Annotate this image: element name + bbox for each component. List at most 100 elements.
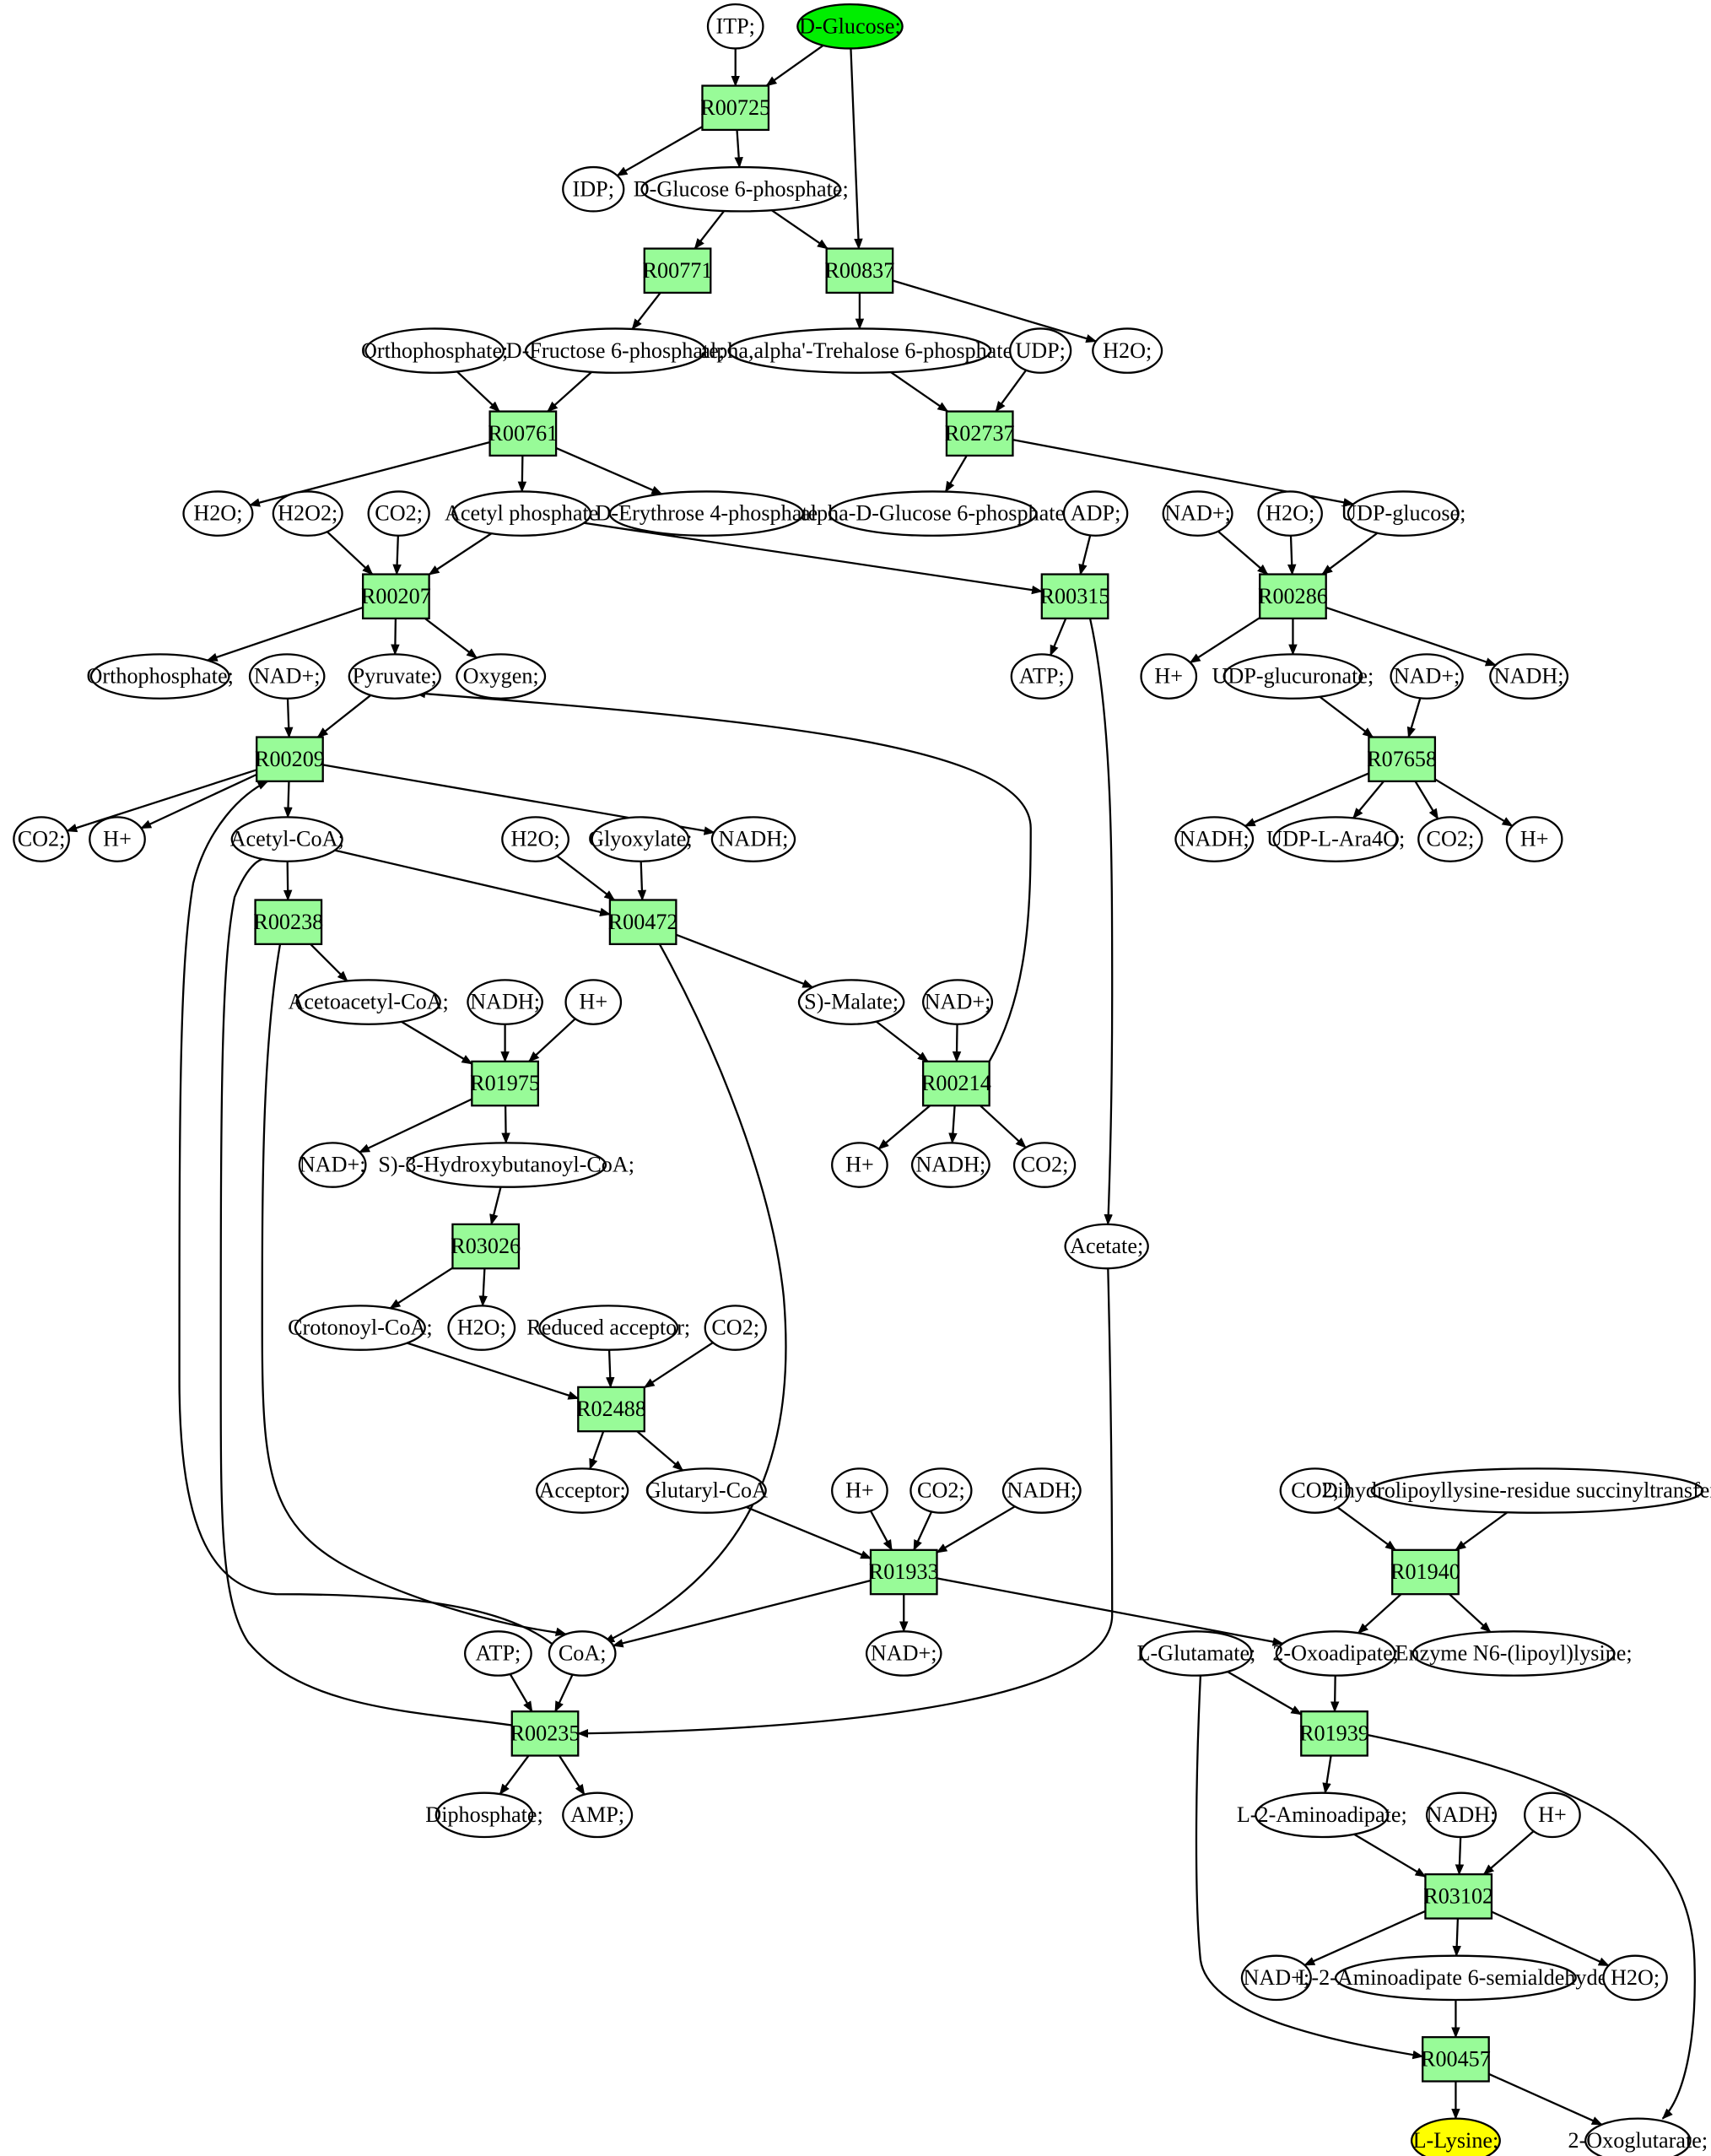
compound-shape	[1257, 490, 1323, 537]
compound-shape	[562, 165, 625, 213]
reaction-label: R00238	[253, 910, 323, 934]
reaction-box	[701, 84, 770, 132]
compound-shape	[13, 816, 70, 862]
compound-label: Orthophosphate;	[87, 664, 234, 689]
edge-r01939-to-l-2-aminoadipate	[1322, 1755, 1332, 1794]
compound-node-h2o: H2O;	[501, 816, 569, 862]
compound-shape	[1272, 816, 1399, 862]
compound-node-pyruvate: Pyruvate;	[348, 653, 441, 700]
compound-label: Dihydrolipoyllysine-residue succinyltran…	[1322, 1478, 1711, 1503]
reaction-node-r00725: R00725	[700, 84, 770, 132]
compound-node-nadh: NADH;	[1174, 816, 1255, 862]
compound-label: ATP;	[1019, 664, 1065, 689]
compound-node-atp: ATP;	[464, 1630, 532, 1677]
edge-l-2-aminoadipate-to-r03102	[1353, 1833, 1427, 1878]
compound-shape	[1009, 327, 1072, 374]
compound-node-atp: ATP;	[1010, 653, 1073, 700]
compound-node-nad: NAD+;	[865, 1630, 942, 1677]
edge-acetyl-phosphate-to-r00207	[428, 532, 493, 575]
edge-r00238-to-acetoacetyl-coa	[310, 943, 348, 982]
compound-label: H+	[845, 1478, 874, 1503]
edge-r00214-to-h	[877, 1105, 931, 1150]
compound-node-diphosphate: Diphosphate;	[425, 1791, 543, 1839]
reaction-box	[869, 1548, 938, 1596]
compound-shape	[1505, 816, 1563, 862]
compound-label: CO2;	[18, 827, 66, 851]
edge-r00315-to-acetate	[1088, 618, 1114, 1226]
compound-node-idp: IDP;	[562, 165, 625, 213]
compound-label: NADH;	[1494, 664, 1564, 689]
reaction-node-r03102: R03102	[1423, 1873, 1493, 1920]
edge-alpha-alpha-trehalose-6-phosphate-to-r02737	[890, 371, 949, 413]
compound-shape	[536, 1467, 629, 1514]
compound-node-nad: NAD+;	[248, 653, 326, 700]
compound-label: 2-Oxoglutarate;	[1568, 2128, 1708, 2153]
compound-shape	[447, 1305, 516, 1351]
edge-r02737-to-alpha-d-glucose-6-phosphate	[944, 455, 968, 493]
reaction-node-r03026: R03026	[451, 1223, 521, 1270]
compound-node-nadh: NADH;	[1489, 653, 1569, 700]
reaction-node-r00207: R00207	[361, 573, 431, 620]
compound-shape	[1140, 653, 1198, 700]
reaction-box	[577, 1386, 645, 1433]
compound-node-orthophosphate: Orthophosphate;	[361, 327, 508, 374]
compound-label: CO2;	[1021, 1153, 1069, 1177]
compound-shape	[1390, 653, 1464, 700]
compound-label: H2O;	[193, 501, 242, 526]
edge-r00472-to-coa	[603, 943, 787, 1644]
edge-r01933-to-coa	[612, 1579, 872, 1648]
compound-label: L-2-Aminoadipate;	[1237, 1802, 1407, 1827]
reaction-box	[643, 247, 712, 294]
reaction-box	[825, 247, 894, 294]
edge-r01940-to-enzyme-n6-lipoyl-lysine	[1449, 1593, 1492, 1633]
nodes: ITP;D-Glucose;IDP;D-Glucose 6-phosphate;…	[13, 3, 1711, 2156]
compound-shape	[464, 1630, 532, 1677]
compound-shape	[1275, 1630, 1396, 1677]
edge-r01933-to-2-oxoadipate	[936, 1577, 1284, 1646]
compound-node-oxygen: Oxygen;	[456, 653, 547, 700]
compound-shape	[1524, 1791, 1581, 1839]
compound-shape	[608, 490, 804, 537]
compound-node-h2o2: H2O2;	[272, 490, 343, 537]
reaction-box	[451, 1223, 521, 1270]
compound-shape	[831, 1467, 888, 1514]
edge-acetate-to-r00235	[576, 1268, 1114, 1738]
edge-d-glucose-6-phosphate-to-r00771	[694, 210, 726, 250]
compound-shape	[562, 1791, 634, 1839]
edge-nadh-to-r01933	[936, 1505, 1016, 1554]
compound-label: IDP;	[573, 176, 614, 201]
edge-nad-to-r07658	[1406, 697, 1422, 738]
compound-node-co2: CO2;	[1279, 1467, 1351, 1514]
compound-node-co2: CO2;	[367, 490, 430, 537]
compound-node-co2: CO2;	[1012, 1142, 1077, 1188]
compound-label: NADH;	[915, 1153, 985, 1177]
compound-node-d-fructose-6-phosphate: D-Fructose 6-phosphate;	[506, 327, 725, 374]
edge-acetyl-phosphate-to-r00315	[584, 521, 1044, 595]
compound-shape	[921, 979, 994, 1025]
compound-shape	[1001, 1467, 1082, 1514]
compound-node-glyoxylate: Glyoxylate;	[588, 816, 693, 862]
compound-node-udp-glucuronate: UDP-glucuronate;	[1212, 653, 1374, 700]
edge-r02488-to-glutaryl-coa	[636, 1430, 684, 1472]
edges	[66, 44, 1696, 2126]
reaction-node-r00315: R00315	[1040, 573, 1109, 620]
compound-shape	[910, 1142, 990, 1188]
compound-node-co2: CO2;	[1417, 816, 1483, 862]
compound-label: H2O;	[1611, 1965, 1660, 1990]
edge-reduced-acceptor-to-r02488	[606, 1349, 615, 1389]
compound-label: NADH;	[1427, 1802, 1497, 1827]
reaction-label: R01975	[470, 1071, 540, 1095]
compound-shape	[1064, 1223, 1149, 1270]
compound-node-glutaryl-coa: Glutaryl-CoA	[645, 1467, 768, 1514]
compound-shape	[89, 653, 230, 700]
compound-label: NADH;	[1179, 827, 1250, 851]
edge-r00235-to-amp	[558, 1754, 586, 1796]
compound-label: NAD+;	[871, 1641, 937, 1666]
reaction-node-r00837: R00837	[824, 247, 894, 294]
compound-shape	[1411, 1630, 1616, 1677]
edge-r07658-to-udp-l-ara4o	[1352, 781, 1384, 819]
compound-label: Acetyl phosphate	[445, 501, 598, 526]
edge-udp-glucose-to-r00286	[1321, 532, 1379, 575]
edge-r00837-to-h2o	[892, 279, 1098, 343]
